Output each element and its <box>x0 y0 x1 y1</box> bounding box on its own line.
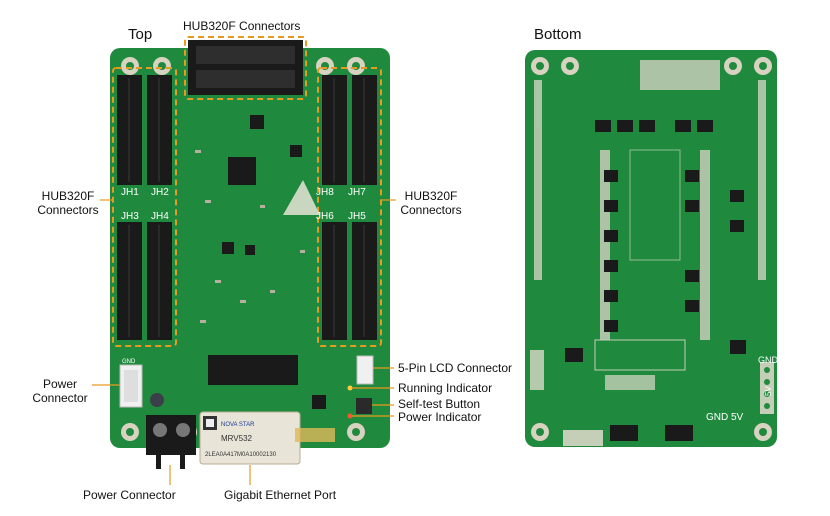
header-pins <box>295 428 335 442</box>
jh3-label: JH3 <box>121 211 139 222</box>
hub-left-callout-line1: HUB320F <box>41 189 95 203</box>
jh7-label: JH7 <box>348 187 366 198</box>
jh6-label: JH6 <box>316 211 334 222</box>
jh4-label: JH4 <box>151 211 169 222</box>
self-test-button-shape <box>356 398 372 414</box>
hub-right-callout: HUB320F Connectors <box>396 189 466 217</box>
hub-left-callout: HUB320F Connectors <box>36 189 100 217</box>
jh1-label: JH1 <box>121 187 139 198</box>
hub-connector-top <box>188 40 303 95</box>
running-led <box>347 385 353 391</box>
running-indicator-callout: Running Indicator <box>398 381 493 395</box>
module-serial: 2LEA0A417M0A10002130 <box>205 452 277 458</box>
module-brand: NOVA STAR <box>221 422 255 428</box>
gnd-silkscreen: GND <box>122 359 136 365</box>
hub-top-callout: HUB320F Connectors <box>183 19 301 33</box>
capacitor <box>150 393 164 407</box>
power-connector-white <box>119 364 143 408</box>
jh8-label: JH8 <box>316 187 334 198</box>
self-test-button-callout: Self-test Button <box>398 397 481 411</box>
power-terminal-block <box>146 415 196 469</box>
bottom-heading: Bottom <box>534 26 582 43</box>
hub-right-callout-line2: Connectors <box>400 203 462 217</box>
power-connector-left-line2: Connector <box>32 391 88 405</box>
lcd-connector-callout: 5-Pin LCD Connector <box>398 361 513 375</box>
hub-right-callout-line1: HUB320F <box>404 189 458 203</box>
bottom-gnd-label: GND <box>706 412 729 423</box>
jh2-label: JH2 <box>151 187 169 198</box>
lcd-connector <box>356 355 374 385</box>
ethernet-port-callout: Gigabit Ethernet Port <box>224 488 337 502</box>
bottom-board <box>525 50 777 447</box>
module-model: MRV532 <box>221 434 252 443</box>
jh5-label: JH5 <box>348 211 366 222</box>
highlight-boxes <box>112 36 382 347</box>
bottom-5v-side-label: 5V <box>764 386 773 396</box>
bottom-gnd-side-label: GND <box>758 355 778 365</box>
leader-lines <box>92 199 396 485</box>
power-connector-left-line1: Power <box>42 377 77 391</box>
power-connector-bottom-callout: Power Connector <box>83 488 176 502</box>
bottom-5v-label: 5V <box>731 412 744 423</box>
top-heading: Top <box>128 26 153 43</box>
main-chips <box>208 115 326 409</box>
esd-symbol <box>283 180 320 215</box>
hub-left-callout-line2: Connectors <box>37 203 99 217</box>
power-indicator-callout: Power Indicator <box>398 410 482 424</box>
power-connector-left-callout: Power Connector <box>28 377 92 405</box>
power-led <box>347 413 353 419</box>
top-board <box>110 36 390 469</box>
